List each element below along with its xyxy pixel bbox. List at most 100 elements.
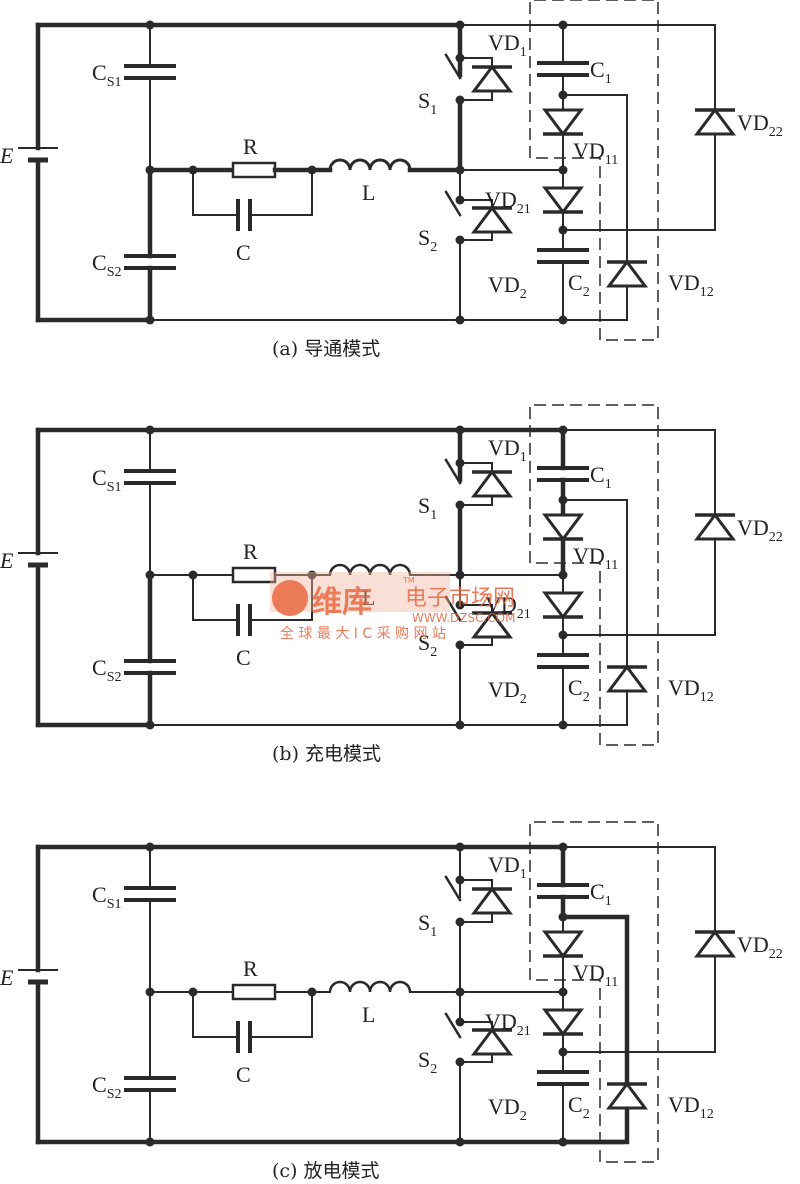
junction-dot	[307, 987, 317, 997]
label-VD1: VD1	[488, 435, 527, 465]
label-R: R	[243, 956, 258, 981]
label-VD22: VD22	[737, 515, 783, 545]
wire	[563, 94, 628, 262]
panel-caption: (b) 充电模式	[272, 743, 381, 765]
junction-dot	[188, 987, 198, 997]
label-VD1: VD1	[488, 30, 527, 60]
diode-VD11	[542, 513, 584, 542]
inductor-L	[328, 980, 412, 993]
watermark-slogan: 全 球 最 大 I C 采 购 网 站	[280, 625, 446, 642]
label-L: L	[362, 585, 375, 610]
label-S2: S2	[418, 630, 437, 660]
panel-caption: (a) 导通模式	[272, 338, 380, 360]
wire	[563, 134, 716, 231]
junction-dot	[145, 720, 155, 730]
diode-VD2	[471, 610, 513, 639]
dashed-boundary	[529, 404, 659, 746]
junction-dot	[455, 315, 465, 325]
label-E: E	[0, 143, 14, 168]
label-CS2: CS2	[92, 655, 121, 685]
label-R: R	[243, 134, 258, 159]
label-C: C	[236, 240, 251, 265]
wire	[444, 1012, 462, 1039]
junction-dot	[455, 425, 465, 435]
label-S1: S1	[418, 493, 437, 523]
wire	[444, 190, 462, 217]
junction-dot	[145, 1137, 155, 1147]
panel-b: ECS1CS2RCLS1VD1S2VD2C1VD11VD21C2VD12VD22…	[0, 404, 783, 765]
watermark-title: 电子市场网	[405, 586, 515, 611]
panel-caption: (c) 放电模式	[272, 1160, 380, 1182]
resistor-R	[231, 161, 277, 179]
diode-VD11	[542, 108, 584, 137]
junction-dot	[455, 1137, 465, 1147]
label-VD21: VD21	[485, 592, 531, 622]
label-L: L	[362, 1002, 375, 1027]
diode-VD22	[694, 512, 736, 541]
diode-VD12	[606, 1081, 648, 1110]
diode-VD12	[606, 259, 648, 288]
label-VD2: VD2	[488, 272, 527, 302]
label-E: E	[0, 965, 14, 990]
label-CS1: CS1	[92, 882, 121, 912]
junction-dot	[455, 842, 465, 852]
junction-dot	[558, 20, 568, 30]
junction-dot	[145, 315, 155, 325]
label-VD12: VD12	[668, 270, 714, 300]
label-C1: C1	[590, 462, 612, 492]
label-VD2: VD2	[488, 1094, 527, 1124]
label-CS2: CS2	[92, 250, 121, 280]
label-VD21: VD21	[485, 1009, 531, 1039]
junction-dot	[558, 425, 568, 435]
wire	[563, 1108, 630, 1145]
label-VD12: VD12	[668, 1092, 714, 1122]
diode-VD1	[471, 469, 513, 498]
diode-VD12	[606, 664, 648, 693]
label-S1: S1	[418, 910, 437, 940]
inductor-L	[328, 158, 412, 171]
wire	[444, 53, 462, 80]
wire	[563, 286, 628, 321]
diode-VD11	[542, 930, 584, 959]
junction-dot	[188, 570, 198, 580]
watermark-brand: 维库	[312, 585, 372, 620]
label-E: E	[0, 548, 14, 573]
label-C2: C2	[568, 270, 590, 300]
wire	[444, 458, 462, 485]
diode-VD22	[694, 929, 736, 958]
label-CS2: CS2	[92, 1072, 121, 1102]
junction-dot	[455, 20, 465, 30]
label-VD22: VD22	[737, 110, 783, 140]
wire	[444, 875, 462, 902]
resistor-R	[231, 983, 277, 1001]
diode-VD1	[471, 64, 513, 93]
label-C1: C1	[590, 57, 612, 87]
junction-dot	[145, 20, 155, 30]
label-VD21: VD21	[485, 187, 531, 217]
junction-dot	[307, 165, 317, 175]
diode-VD21	[542, 591, 584, 620]
dashed-boundary	[529, 821, 659, 1163]
label-VD11: VD11	[573, 960, 618, 990]
watermark-tm: TM	[402, 576, 415, 585]
label-VD11: VD11	[573, 138, 618, 168]
watermark-circuit-icon	[272, 580, 308, 616]
label-L: L	[362, 180, 375, 205]
dashed-boundary	[529, 0, 659, 341]
label-C2: C2	[568, 675, 590, 705]
label-VD2: VD2	[488, 677, 527, 707]
diode-VD22	[694, 107, 736, 136]
wire	[563, 914, 630, 1084]
resistor-R	[231, 566, 277, 584]
diode-VD1	[471, 886, 513, 915]
label-C: C	[236, 1062, 251, 1087]
diode-VD21	[542, 1008, 584, 1037]
watermark-url: WWW.DZSC.COM	[412, 611, 515, 625]
inductor-L	[328, 563, 412, 576]
junction-dot	[188, 165, 198, 175]
label-R: R	[243, 539, 258, 564]
wire	[563, 539, 716, 636]
wire	[444, 595, 462, 622]
